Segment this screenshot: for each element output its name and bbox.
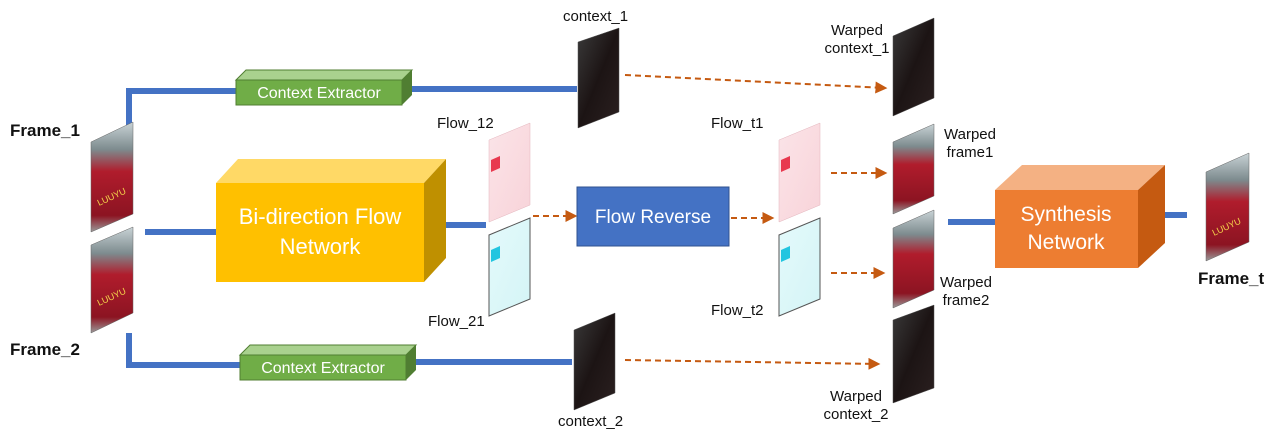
- context1-image: [577, 27, 620, 129]
- warped-context1-label: Warped context_1: [824, 22, 889, 58]
- frame1-image: LUUYU: [90, 121, 134, 233]
- context1-label: context_1: [563, 8, 629, 25]
- frame2-image: LUUYU: [90, 226, 134, 334]
- warped-context2-label-line2: context_2: [823, 406, 889, 423]
- context-extractor-bottom-label: Context Extractor: [261, 360, 385, 377]
- context-extractor-top: Context Extractor: [234, 69, 414, 106]
- frame1-label: Frame_1: [10, 121, 80, 140]
- synthesis-network-block: Synthesis Network: [995, 165, 1165, 268]
- flowt2-label: Flow_t2: [711, 302, 764, 319]
- synthesis-label-line1: Synthesis: [1020, 203, 1111, 226]
- context2-label: context_2: [558, 413, 624, 430]
- context-extractor-top-label: Context Extractor: [257, 85, 381, 102]
- flowt1-label: Flow_t1: [711, 115, 764, 132]
- flow-network-label-line1: Bi-direction Flow: [239, 204, 402, 229]
- flow21-label: Flow_21: [428, 313, 485, 330]
- frame-t-image: LUUYU: [1205, 152, 1250, 262]
- context2-image: [573, 312, 616, 411]
- warped-frame2-label: Warped frame2: [940, 274, 992, 310]
- connector-frame2-to-context-extractor: [126, 333, 240, 368]
- warped-context1-label-line1: Warped: [831, 22, 883, 39]
- flow-reverse-label: Flow Reverse: [595, 207, 711, 228]
- warped-frame2-label-line1: Warped: [940, 274, 992, 291]
- warped-context2-label-line1: Warped: [830, 388, 882, 405]
- warped-context2-label: Warped context_2: [823, 388, 888, 424]
- context-extractor-bottom: Context Extractor: [238, 344, 418, 381]
- dashed-arrows: [533, 74, 888, 370]
- frame2-label: Frame_2: [10, 340, 80, 359]
- flow-network-block: Bi-direction Flow Network: [216, 159, 446, 282]
- warped-frame1-image: [892, 123, 935, 215]
- frame-t-label: Frame_t: [1198, 269, 1265, 288]
- warped-context2-image: [892, 304, 935, 404]
- flow21-image: [488, 217, 531, 317]
- warped-frame2-image: [892, 209, 935, 309]
- warped-frame1-label-line1: Warped: [944, 126, 996, 143]
- flowt2-image: [778, 217, 821, 317]
- flow-network-label-line2: Network: [280, 234, 362, 259]
- warped-frame2-label-line2: frame2: [942, 292, 990, 309]
- warped-frame1-label-line2: frame1: [946, 144, 994, 161]
- flowt1-image: [778, 122, 821, 223]
- connectors: [126, 86, 1187, 368]
- flow-reverse-block: Flow Reverse: [576, 186, 730, 247]
- flow12-label: Flow_12: [437, 115, 494, 132]
- arrow-context2-to-warped: [624, 357, 881, 370]
- arrow-context1-to-warped: [624, 74, 888, 94]
- warped-context1-image: [892, 17, 935, 117]
- connector-frame1-to-context-extractor: [126, 88, 236, 127]
- flow12-image: [488, 122, 531, 223]
- warped-context1-label-line2: context_1: [824, 40, 890, 57]
- synthesis-label-line2: Network: [1027, 231, 1105, 254]
- warped-frame1-label: Warped frame1: [944, 126, 996, 162]
